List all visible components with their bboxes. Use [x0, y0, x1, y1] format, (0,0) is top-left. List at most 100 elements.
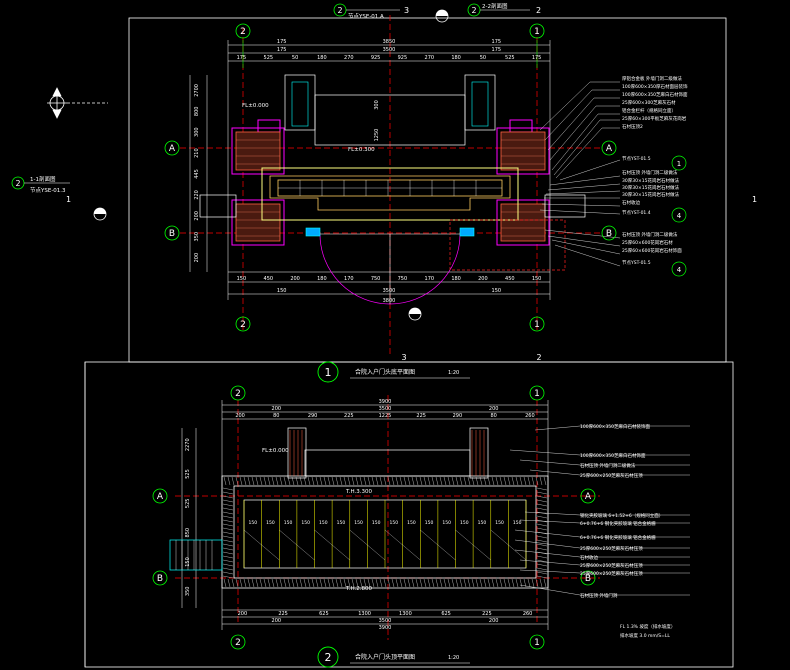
dim-text: 3900 — [379, 399, 392, 405]
dim-text: 290 — [453, 413, 463, 419]
dim-text: 525 — [185, 499, 191, 509]
glass-brace-line — [279, 529, 315, 561]
ref-text: 2-2剖面图 — [482, 2, 508, 10]
roof-hatch-line — [531, 476, 535, 486]
roof-hatch-line — [251, 476, 255, 486]
dim-text: 2270 — [185, 438, 191, 451]
dim-text: 200 — [235, 413, 245, 419]
roof-hatch-line — [235, 578, 239, 588]
roof-hatch-line — [263, 476, 267, 486]
roof-hatch-line — [503, 476, 507, 486]
callout-note: 100厚600×350芝麻白石材饰面 — [580, 452, 646, 459]
roof-hatch-line — [459, 578, 463, 588]
roof-hatch-line — [259, 578, 263, 588]
callout-note: 石材压顶 外墙门洞 — [580, 592, 618, 599]
roof-hatch-line — [411, 578, 415, 588]
bay-dim: 150 — [249, 520, 258, 526]
axis-label: 2 — [235, 638, 241, 648]
roof-hatch-line — [311, 476, 315, 486]
roof-hatch-line — [395, 476, 399, 486]
dim-text: 175 — [277, 39, 287, 45]
dim-text: 750 — [371, 276, 381, 282]
roof-hatch-line — [387, 578, 391, 588]
ref-text: 节点YSE-01.A — [348, 12, 384, 20]
bay-dim: 150 — [301, 520, 310, 526]
right-section-marker: 1 — [752, 195, 757, 204]
dim-text: 210 — [194, 148, 200, 158]
roof-hatch-line — [395, 578, 399, 588]
axis-label: 2 — [240, 320, 246, 330]
roof-hatch-line — [536, 515, 548, 519]
roof-hatch-line — [399, 476, 403, 486]
axis-2-bottom-p2: 2 — [230, 634, 246, 650]
dim-text: 270 — [344, 55, 354, 61]
bay-dim: 150 — [284, 520, 293, 526]
section-ref-left: 2 1-1剖面图 节点YSE-01.3 1 — [11, 175, 71, 204]
ref-num: 2 — [15, 179, 20, 188]
roof-hatch-line — [307, 476, 311, 486]
callout-note: 30厚30×15花岗岩石材做法 — [622, 184, 679, 191]
roof-hatch-line — [231, 476, 235, 486]
roof-hatch-line — [222, 547, 234, 551]
note-bubble-2: 4 — [671, 207, 687, 223]
roof-hatch-line — [375, 578, 379, 588]
roof-hatch-line — [222, 507, 234, 511]
dim-text: 3500 — [379, 406, 392, 412]
axis-label: A — [157, 492, 164, 502]
roof-hatch-line — [271, 578, 275, 588]
dim-text: 150 — [185, 557, 191, 567]
callout-note: 25厚600×300芝麻灰石材 — [622, 99, 676, 106]
dim-text: 50 — [292, 55, 298, 61]
callout-note: 100厚600×350芝麻白石材装饰面 — [580, 423, 651, 430]
axis-label: B — [157, 574, 163, 584]
sheet-frames — [84, 17, 734, 668]
axis-a-left: A — [164, 140, 180, 156]
dim-text: 2700 — [194, 84, 200, 97]
roof-hatch-line — [447, 476, 451, 486]
roof-hatch-line — [527, 476, 531, 486]
dim-text: 270 — [425, 55, 435, 61]
roof-hatch-line — [495, 476, 499, 486]
callout-note: 25厚60×600花岗岩石材饰面 — [622, 247, 682, 254]
roof-hatch-line — [455, 476, 459, 486]
bay-dim: 150 — [442, 520, 451, 526]
dim-text: 1250 — [374, 129, 380, 142]
roof-hatch-line — [536, 495, 548, 499]
dim-text: 180 — [317, 276, 327, 282]
roof-hatch-line — [222, 567, 234, 571]
roof-hatch-line — [343, 476, 347, 486]
callout-note: 石材收边 — [622, 199, 640, 206]
dim-text: 180 — [451, 55, 461, 61]
dim-text: 225 — [344, 413, 354, 419]
roof-hatch-line — [447, 578, 451, 588]
roof-hatch-line — [531, 578, 535, 588]
dim-text: 750 — [398, 276, 408, 282]
roof-hatch-line — [536, 543, 548, 547]
roof-hatch-line — [327, 578, 331, 588]
dim-text: 150 — [532, 276, 542, 282]
roof-hatch-line — [222, 519, 234, 523]
roof-hatch-line — [539, 578, 543, 588]
dim-text: 800 — [194, 107, 200, 117]
roof-hatch-line — [403, 476, 407, 486]
dim-text: 170 — [425, 276, 435, 282]
callout-note: 节点YST-01.5 — [622, 260, 651, 266]
axis-2-top-p2: 2 — [230, 385, 246, 401]
glass-brace-line — [420, 529, 456, 561]
axis-label: 1 — [534, 638, 540, 648]
plan2-number-circle — [317, 646, 339, 668]
axis-label: A — [169, 144, 176, 154]
roof-hatch-line — [499, 476, 503, 486]
callout-note: 钢化夹胶玻璃 6+1.52+6（规格同立面） — [580, 512, 663, 519]
roof-hatch-line — [222, 563, 234, 567]
axis-a-right-p2: A — [580, 488, 596, 504]
callout-note: 25厚600×250芝麻灰石材压顶 — [580, 545, 643, 552]
ref-num: 2 — [471, 6, 476, 15]
roof-hatch-line — [327, 476, 331, 486]
axis-b-right-p2: B — [580, 570, 596, 586]
roof-hatch-line — [536, 555, 548, 559]
roof-hatch-line — [222, 503, 234, 507]
axis-1-bottom-p2: 1 — [529, 634, 545, 650]
roof-hatch-line — [536, 567, 548, 571]
